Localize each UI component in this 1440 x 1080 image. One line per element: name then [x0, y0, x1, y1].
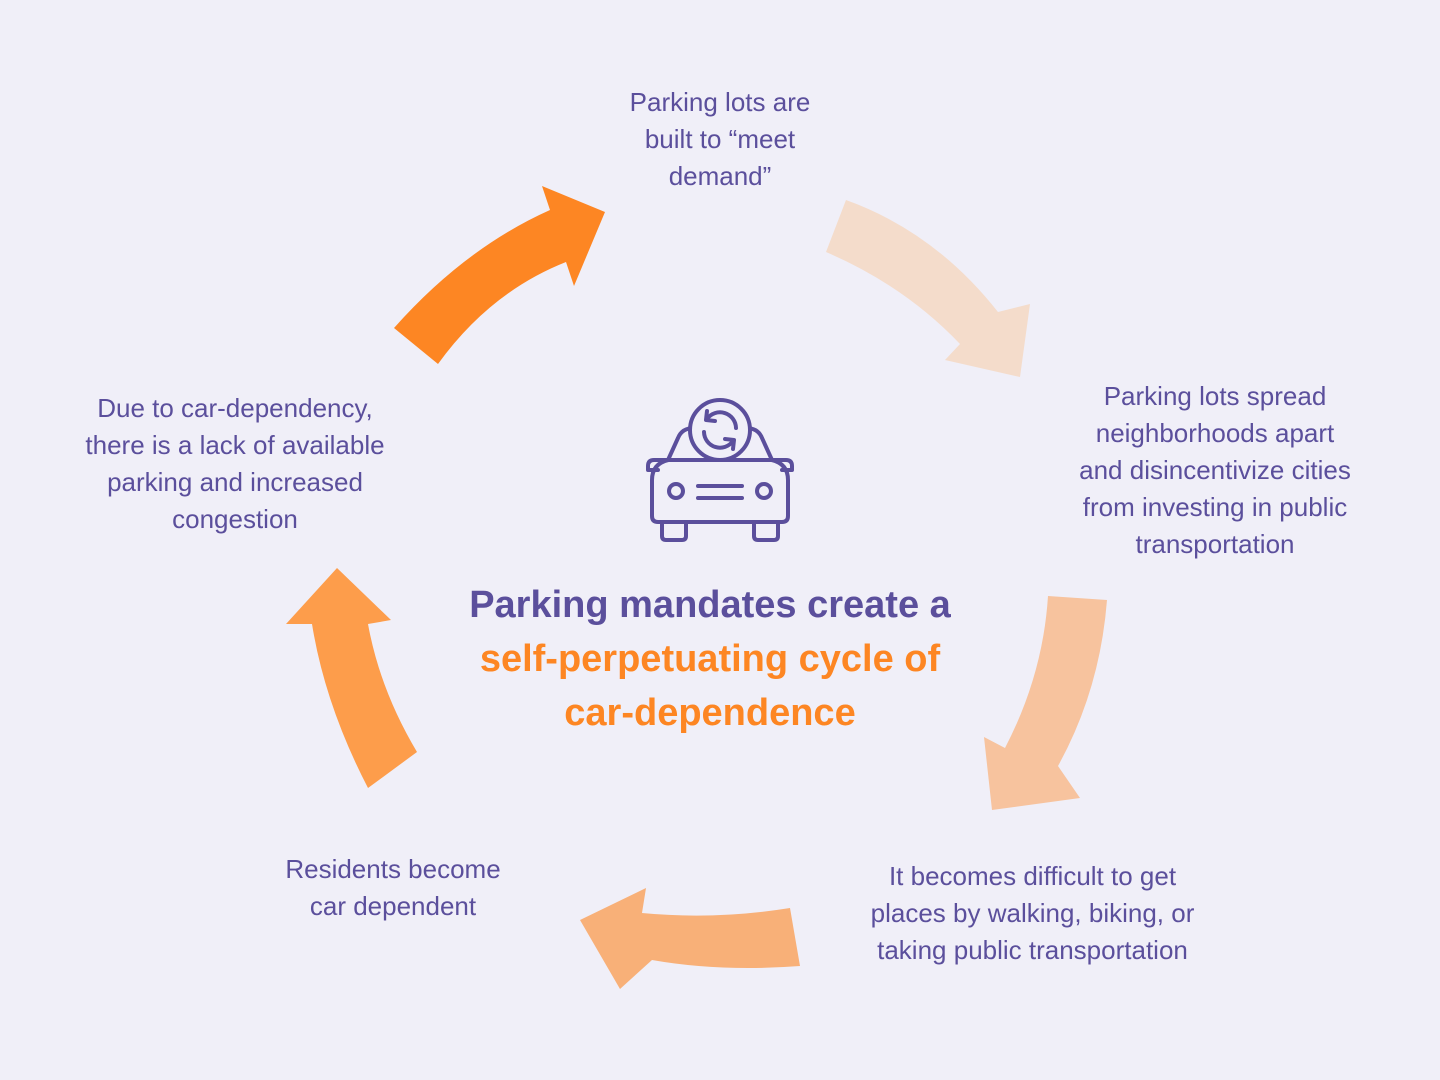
cycle-arrow-2	[826, 200, 1030, 377]
title-line-1: Parking mandates create a	[469, 584, 951, 626]
cycle-arrow-5	[286, 568, 417, 788]
cycle-step-difficult-to-get-places: It becomes difficult to get places by wa…	[870, 861, 1195, 965]
title-line-3: car-dependence	[564, 692, 856, 734]
title-line-2: self-perpetuating cycle of	[479, 638, 941, 680]
cycle-arrow-1	[394, 186, 605, 364]
cycle-arrow-4	[580, 888, 800, 989]
cycle-step-parking-lots-built: Parking lots are built to “meet demand”	[629, 87, 811, 191]
cycle-step-residents-car-dependent: Residents become car dependent	[285, 854, 501, 921]
cycle-step-parking-lots-spread: Parking lots spread neighborhoods apart …	[1079, 381, 1351, 559]
cycle-arrow-3	[984, 596, 1107, 810]
car-refresh-icon	[646, 398, 794, 542]
cycle-step-lack-of-parking: Due to car-dependency, there is a lack o…	[85, 393, 385, 534]
diagram-title: Parking mandates create a self-perpetuat…	[380, 578, 1040, 740]
